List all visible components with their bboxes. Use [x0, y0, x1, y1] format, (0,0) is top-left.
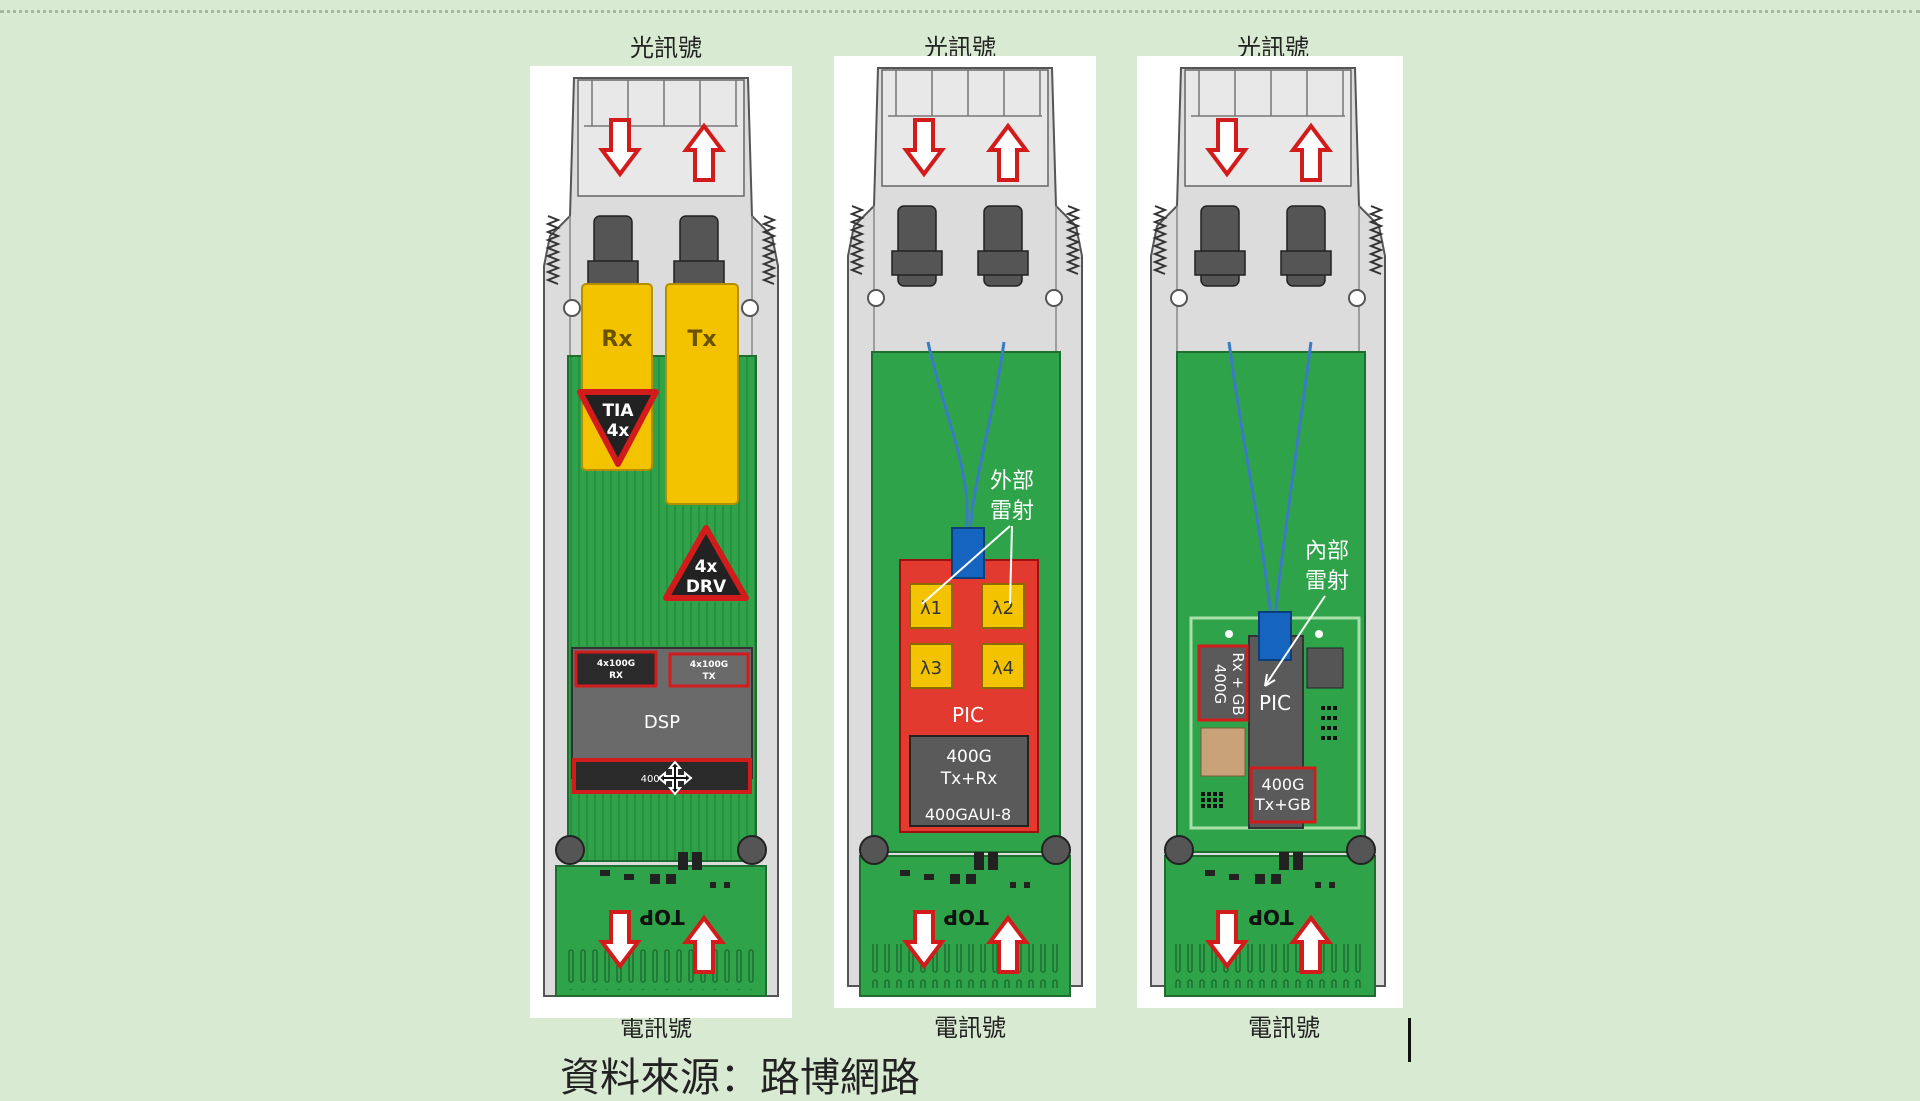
module-3-rx-gb-line1: 400G [1211, 664, 1229, 704]
module-3-laser-line1: 內部 [1305, 539, 1349, 564]
module-1-rx-label: Rx [601, 327, 632, 352]
module-3-tx-gb-line1: 400G [1262, 775, 1305, 794]
module-1-dsp-rx-line2: RX [609, 671, 623, 681]
module-1-dsp-rx-line1: 4x100G [597, 659, 635, 669]
module-1-top-label: TOP [639, 905, 684, 929]
module-2-ic-line2: Tx+Rx [940, 769, 998, 789]
module-1: Rx Tx TIA 4x 4x DRV 4x100G RX 4x100G TX … [530, 66, 792, 1018]
module-2-pic-label: PIC [952, 703, 984, 727]
module-2: λ1 λ2 λ3 λ4 PIC 400G Tx+Rx 400GAUI-8 外部 … [834, 56, 1096, 1008]
module-3-pic-label: PIC [1259, 691, 1291, 715]
module-1-dsp-tx-line1: 4x100G [690, 660, 728, 670]
module-1-tx-label: Tx [687, 327, 716, 352]
module-2-laser-line2: 雷射 [990, 499, 1034, 524]
module-2-top-label: TOP [943, 905, 988, 929]
module-3-tx-gb-line2: Tx+GB [1254, 795, 1311, 814]
module-3-top-label: TOP [1248, 905, 1293, 929]
module-2-lambda-1: λ1 [920, 598, 942, 619]
module-1-drv-line2: DRV [686, 577, 727, 597]
module-1-tia-line1: TIA [602, 401, 634, 421]
module-1-dsp-label: DSP [644, 712, 680, 733]
module-1-tx-block [666, 284, 738, 504]
module-1-drv-line1: 4x [695, 557, 718, 577]
source-footer-text: 資料來源：路博網路 [560, 1058, 920, 1098]
module-2-ic-line1: 400G [946, 747, 992, 767]
module-1-dsp-tx-line2: TX [702, 672, 715, 682]
text-cursor [1408, 1018, 1411, 1062]
module-3-rx-gb-line2: Rx + GB [1229, 652, 1247, 715]
module-2-lambda-3: λ3 [920, 658, 942, 679]
module-2-laser-line1: 外部 [990, 469, 1034, 494]
module-2-lambda-4: λ4 [992, 658, 1014, 679]
module-1-tia-line2: 4x [607, 421, 630, 441]
module-3-laser-line2: 雷射 [1305, 569, 1349, 594]
module-3: 400G Rx + GB PIC 400G Tx+GB 內部 雷射 TOP [1137, 56, 1403, 1008]
module-2-gaui-label: 400GAUI-8 [925, 805, 1011, 824]
